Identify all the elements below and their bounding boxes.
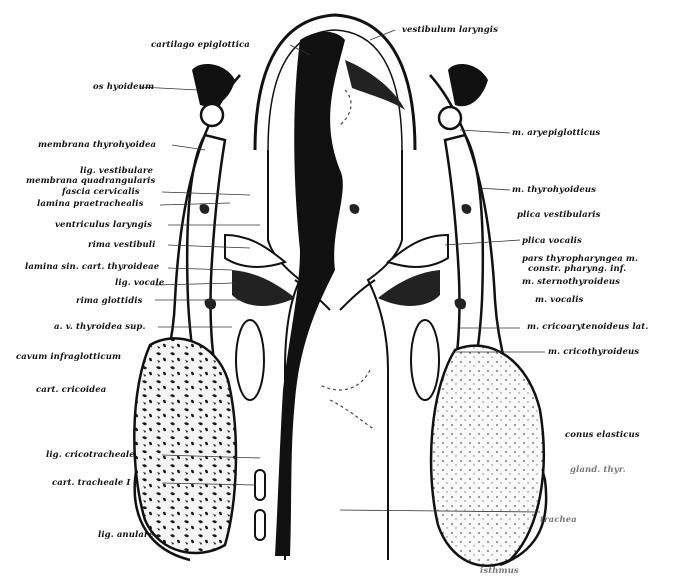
label-conus-elasticus: conus elasticus [565, 430, 640, 440]
label-lig-anulare: lig. anulare [98, 530, 154, 540]
label-gland-thyr: gland. thyr. [570, 465, 626, 475]
label-a-v-thyroidea-sup: a. v. thyroidea sup. [54, 322, 146, 332]
label-m-aryepiglotticus: m. aryepiglotticus [512, 128, 600, 138]
label-plica-vestibularis: plica vestibularis [517, 210, 600, 220]
label-m-thyrohyoideus: m. thyrohyoideus [512, 185, 596, 195]
label-fascia-cervicalis: fascia cervicalis [62, 187, 140, 197]
label-membrana-quadrangularis: membrana quadrangularis [26, 176, 155, 186]
label-cart-tracheale-i: cart. tracheale I [52, 478, 130, 488]
label-cavum-infraglotticum: cavum infraglotticum [16, 352, 121, 362]
label-trachea: trachea [540, 515, 577, 525]
label-plica-vocalis: plica vocalis [522, 236, 582, 246]
label-m-cricoarytenoideus-lat: m. cricoarytenoideus lat. [527, 322, 648, 332]
label-m-cricothyroideus: m. cricothyroideus [548, 347, 639, 357]
label-membrana-thyrohyoidea: membrana thyrohyoidea [38, 140, 156, 150]
label-cart-cricoidea: cart. cricoidea [36, 385, 106, 395]
label-m-vocalis: m. vocalis [535, 295, 583, 305]
label-cartilago-epiglottica: cartilago epiglottica [151, 40, 250, 50]
right-gland-mass [431, 346, 544, 566]
label-pars-thyropharyngea: pars thyropharyngea m. [522, 254, 638, 264]
label-rima-glottidis: rima glottidis [76, 296, 142, 306]
label-lamina-sin-cart-thyroideae: lamina sin. cart. thyroideae [25, 262, 159, 272]
label-os-hyoideum: os hyoideum [93, 82, 154, 92]
label-constr-pharyng-inf: constr. pharyng. inf. [528, 264, 626, 274]
label-lig-vocale: lig. vocale [115, 278, 164, 288]
label-ventriculus-laryngis: ventriculus laryngis [55, 220, 152, 230]
hyoid-bones [192, 64, 488, 129]
label-m-sternothyroideus: m. sternothyroideus [522, 277, 620, 287]
tracheal-rings [255, 470, 265, 540]
label-lamina-praetrachealis: lamina praetrachealis [37, 199, 143, 209]
label-rima-vestibuli: rima vestibuli [88, 240, 155, 250]
left-cricoid-mass [134, 338, 236, 553]
vocal-folds [225, 235, 448, 400]
label-lig-vestibulare: lig. vestibulare [80, 166, 153, 176]
label-vestibulum-laryngis: vestibulum laryngis [402, 25, 498, 35]
label-isthmus: isthmus [480, 566, 519, 576]
vestibule-dark-band [345, 60, 405, 110]
label-lig-cricotracheale: lig. cricotracheale [46, 450, 135, 460]
